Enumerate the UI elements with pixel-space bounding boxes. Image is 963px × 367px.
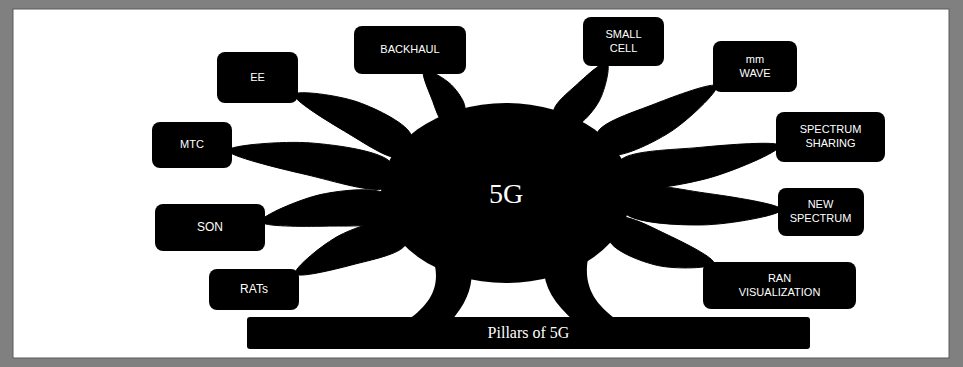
pillar-label: RAN VISUALIZATION <box>730 272 830 300</box>
title-text: Pillars of 5G <box>488 323 570 343</box>
petal-connector <box>261 190 392 227</box>
pillar-label: MTC <box>180 138 204 152</box>
pillar-label: BACKHAUL <box>380 43 439 57</box>
pillar-label: SPECTRUM SHARING <box>791 123 871 151</box>
petal-connector <box>597 85 717 155</box>
pillar-box: SPECTRUM SHARING <box>776 112 885 162</box>
petal-connector <box>621 185 782 225</box>
hub-label: 5G <box>489 176 523 211</box>
petal-connector <box>295 220 406 275</box>
petal-connector <box>228 142 394 189</box>
pillar-label: SON <box>197 220 223 235</box>
petal-connector <box>617 143 780 188</box>
hub-circle: 5G <box>381 103 631 283</box>
pillar-box: RAN VISUALIZATION <box>703 262 856 309</box>
pillar-box: EE <box>217 52 298 103</box>
pillar-label: SMALL CELL <box>599 28 649 56</box>
pillar-box: SON <box>155 204 265 251</box>
pillar-box: mm WAVE <box>713 41 797 92</box>
title-bar: Pillars of 5G <box>247 317 810 349</box>
pillar-label: RATs <box>240 282 268 297</box>
pillar-label: EE <box>250 71 265 85</box>
white-panel <box>13 9 949 358</box>
pillar-label: NEW SPECTRUM <box>786 198 856 226</box>
petal-connector <box>609 217 714 268</box>
pillar-label: mm WAVE <box>730 53 780 81</box>
hub-ellipse <box>381 103 631 283</box>
pillar-box: BACKHAUL <box>354 26 466 74</box>
pillar-box: SMALL CELL <box>583 17 664 66</box>
pillar-box: MTC <box>152 122 232 168</box>
pillar-box: RATs <box>209 269 299 310</box>
pillar-box: NEW SPECTRUM <box>778 188 864 236</box>
